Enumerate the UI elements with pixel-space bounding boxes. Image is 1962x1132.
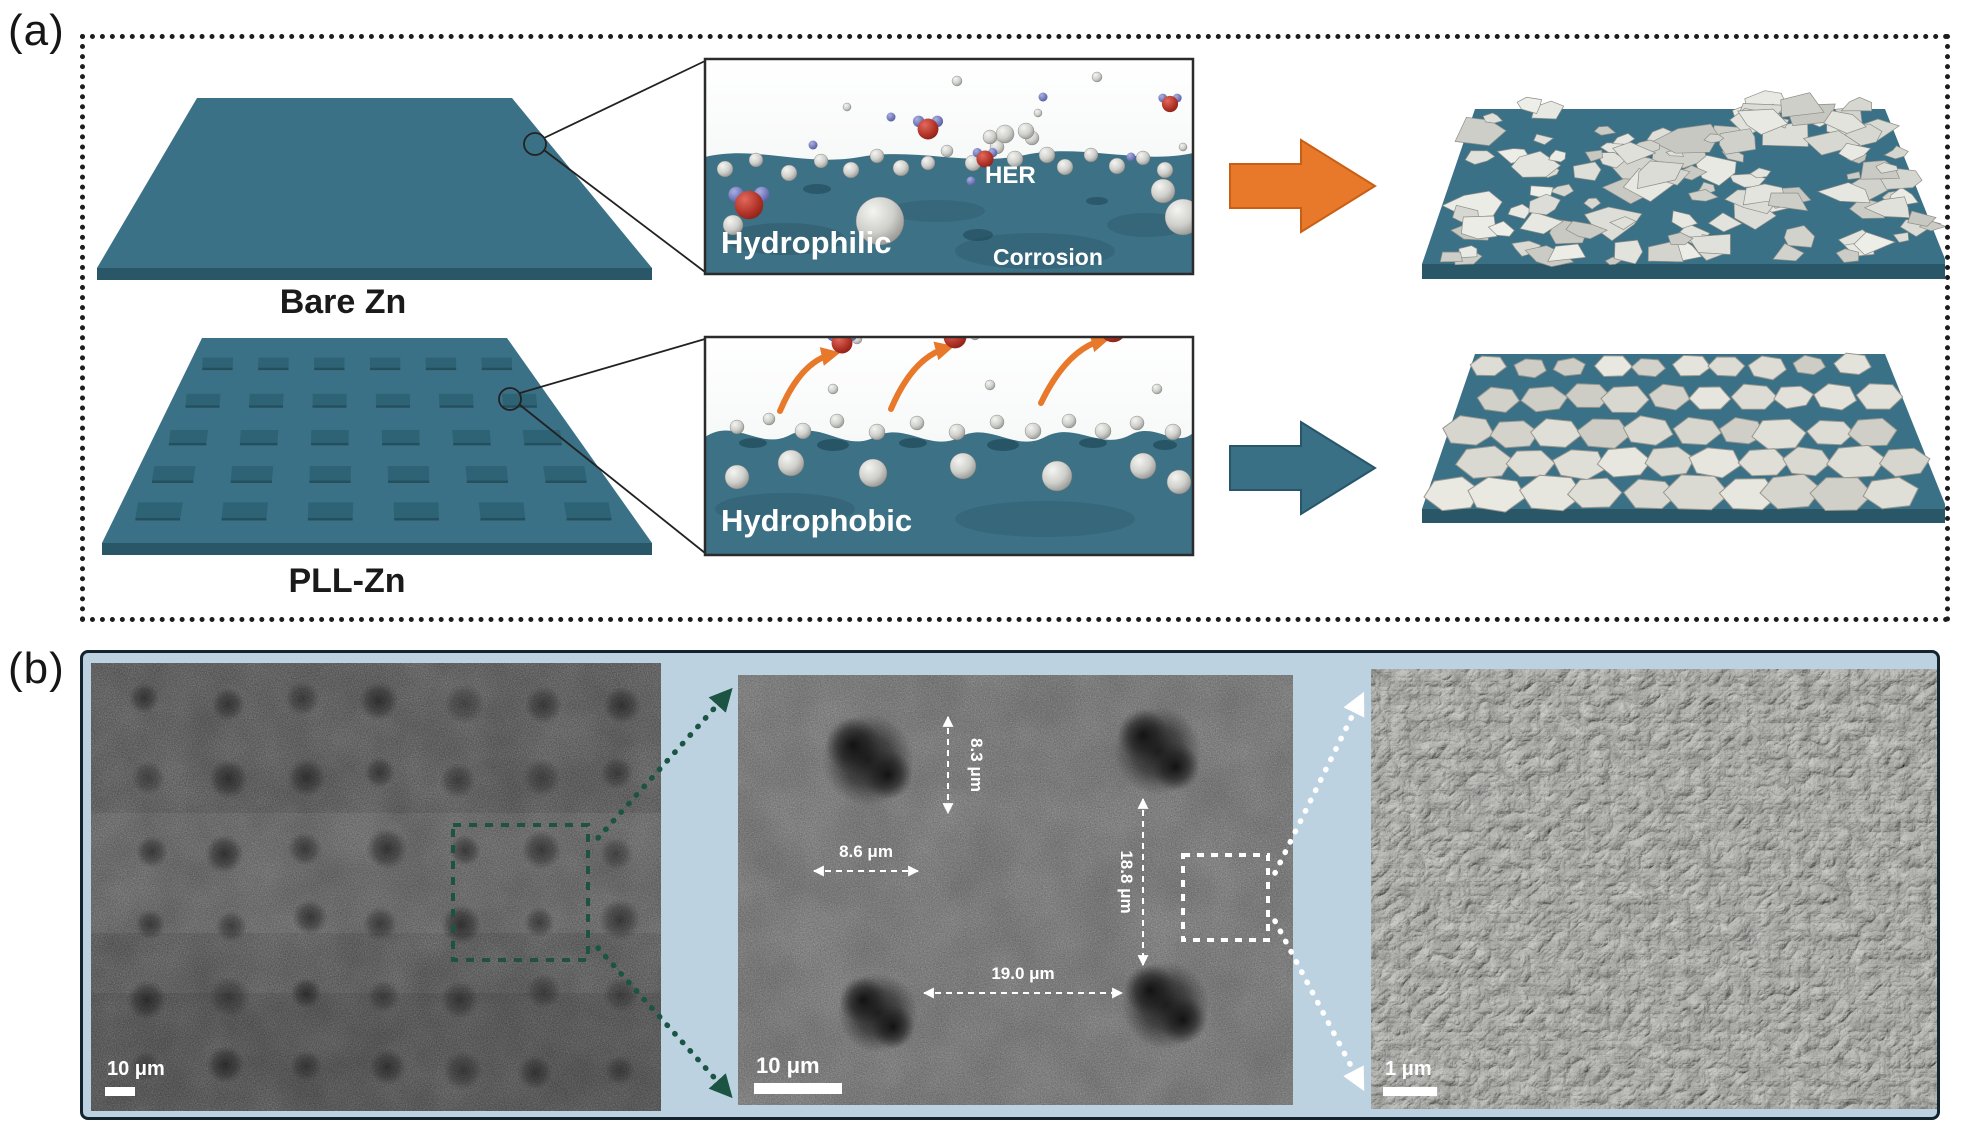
sem-low-mag: 10 μm: [91, 663, 661, 1111]
zoom-selection-box-green: [451, 823, 590, 962]
pitch-vertical-label: 18.8 μm: [1117, 850, 1136, 913]
pll-zn-slab: [102, 338, 652, 555]
dot-width-label: 8.6 μm: [839, 842, 893, 861]
scale-bar-high: [1383, 1087, 1437, 1096]
pll-dot-array: [126, 681, 641, 1092]
schematic-svg: Bare Zn HE: [97, 57, 1945, 600]
inset-hydrophilic-surface: HER Hydrophilic Corrosion: [703, 57, 1195, 276]
her-label: HER: [985, 162, 1036, 189]
callout-pll: [498, 338, 706, 554]
bare-zn-label: Bare Zn: [280, 283, 407, 321]
corrosion-label: Corrosion: [993, 244, 1103, 270]
zoom-arrow-white-bottom: [1272, 918, 1365, 1092]
zoom-arrow-green-bottom: [595, 945, 733, 1099]
bare-zn-slab: [97, 98, 652, 280]
pll-pattern-layer: [135, 357, 612, 521]
inset-hydrophobic-surface: Hydrophobic: [703, 335, 1195, 557]
scale-label-high: 1 μm: [1385, 1058, 1432, 1080]
pll-dot-features: [822, 707, 1210, 1053]
hexagonal-platelet-layer: [1423, 352, 1931, 513]
inset-frame-bare: [703, 57, 1195, 276]
zoom-selection-box-white: [1181, 853, 1270, 942]
pitch-horizontal-label: 19.0 μm: [991, 964, 1054, 983]
dimension-annotations: 8.3 μm 8.6 μm 18.8 μm 19.0 μm: [812, 715, 1149, 999]
scale-bar-mid: [754, 1083, 842, 1094]
panel-a-schematic: Bare Zn HE: [80, 34, 1950, 622]
hydrophilic-label: Hydrophilic: [721, 225, 892, 260]
zoom-arrow-white-top: [1272, 691, 1365, 876]
scale-label-mid: 10 μm: [756, 1053, 820, 1078]
corroded-zn-render: [1422, 90, 1945, 279]
dendrite-flake-layer: [1439, 90, 1945, 267]
repel-arrow-layer: [777, 337, 1111, 414]
panel-b-label: (b): [8, 644, 65, 693]
callout-bare: [523, 60, 706, 273]
water-molecule-layer: [728, 92, 1182, 220]
hydrophobic-label: Hydrophobic: [721, 503, 912, 538]
arrow-corrosion: [1229, 138, 1377, 234]
zoom-arrow-green-top: [595, 687, 733, 841]
uniform-deposit-render: [1422, 352, 1945, 523]
scale-label-low: 10 μm: [107, 1058, 165, 1080]
sem-mid-mag: 8.3 μm 8.6 μm 18.8 μm 19.0 μm 10 μm: [738, 675, 1293, 1105]
water-molecule-layer-2: [827, 337, 1124, 354]
sem-high-mag: 1 μm: [1371, 669, 1937, 1109]
arrow-protected: [1229, 420, 1377, 516]
zoom-arrows-overlay: [595, 687, 1365, 1099]
pll-zn-label: PLL-Zn: [288, 562, 405, 600]
dot-height-label: 8.3 μm: [967, 738, 986, 792]
water-bead-layer: [724, 337, 1192, 495]
inset-frame-pll: [703, 335, 1195, 557]
panel-b-sem: 10 μm 8.3 μm: [80, 650, 1940, 1120]
adsorbed-species-layer: [716, 71, 1193, 246]
panel-a-label: (a): [8, 6, 65, 55]
scale-bar-low: [105, 1087, 135, 1096]
